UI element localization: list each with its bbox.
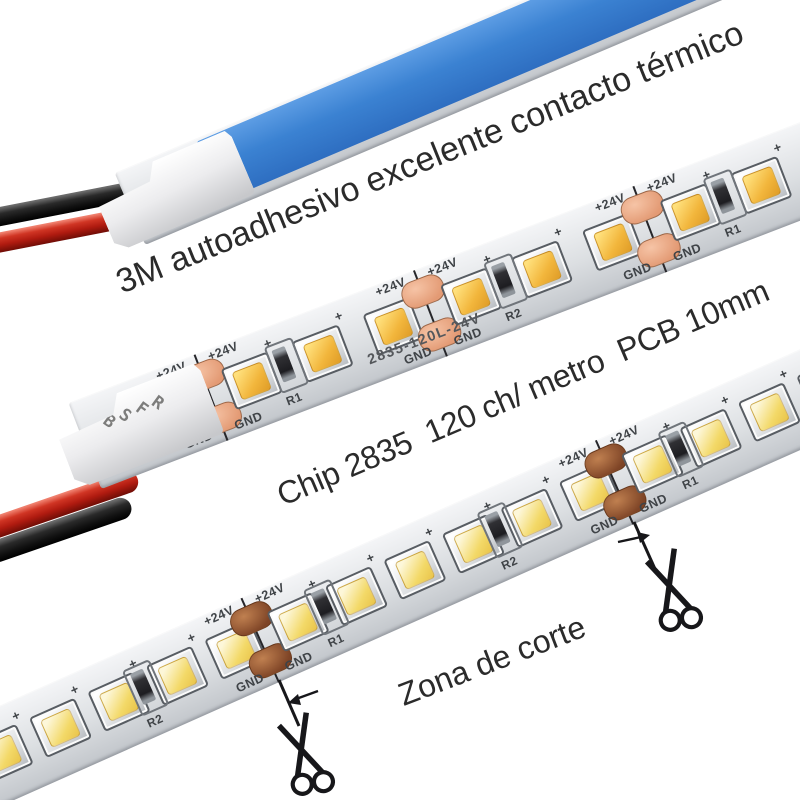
pcb-label-24v: +24V — [644, 170, 680, 196]
polarity-plus: + — [771, 139, 784, 156]
resistor-label: R1 — [680, 472, 701, 493]
polarity-plus: + — [718, 391, 732, 409]
scissors-icon — [276, 712, 336, 796]
polarity-plus: + — [539, 471, 553, 489]
pcb-label-gnd: GND — [233, 670, 267, 696]
cut-line — [632, 521, 657, 570]
scissors-icon — [644, 548, 704, 632]
pcb-label-24v: +24V — [252, 580, 287, 607]
annotation-cut-zone: Zona de corte — [393, 608, 591, 713]
resistor-label: R1 — [722, 221, 744, 240]
polarity-plus: + — [332, 307, 345, 325]
polarity-plus: + — [184, 629, 198, 646]
resistor-label: R2 — [499, 553, 520, 573]
led-chip: + — [0, 707, 34, 785]
pcb-label-gnd: GND — [621, 259, 654, 284]
sleeve-print-char: R — [147, 392, 168, 415]
polarity-plus: + — [551, 223, 565, 241]
pcb-label-24v: +24V — [606, 422, 642, 449]
resistor-label: R1 — [325, 630, 347, 651]
led-chip: + — [796, 355, 800, 417]
sleeve-print-char: S — [115, 404, 136, 427]
resistor-label: R1 — [284, 389, 305, 409]
polarity-plus: + — [363, 549, 377, 567]
led-chip: + — [737, 365, 800, 443]
led-chip: + — [383, 523, 447, 601]
cut-line — [277, 679, 301, 727]
pcb-label-24v: +24V — [425, 254, 460, 280]
pcb-label-24v: +24V — [205, 339, 241, 364]
polarity-plus: + — [9, 707, 23, 724]
led-chip: + — [28, 681, 93, 759]
arrow-icon — [617, 532, 650, 544]
arrow-icon — [288, 689, 319, 705]
pcb-label-gnd: GND — [588, 512, 621, 538]
polarity-plus: + — [67, 681, 81, 698]
resistor-label: R2 — [144, 711, 166, 731]
polarity-plus: + — [776, 365, 790, 383]
resistor-label: R2 — [503, 305, 524, 325]
polarity-plus: + — [422, 523, 436, 541]
